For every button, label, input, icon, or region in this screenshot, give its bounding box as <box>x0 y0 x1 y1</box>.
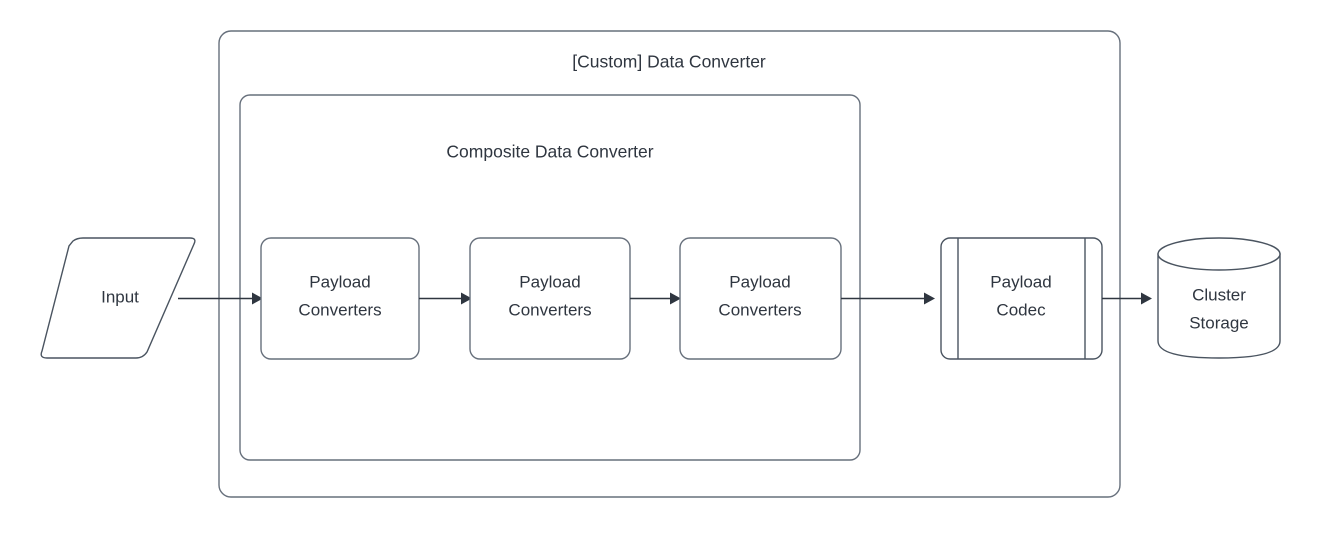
edge-arrowhead <box>461 292 472 305</box>
edge-converter-3-to-codec <box>841 292 935 305</box>
edge-arrowhead <box>924 292 935 305</box>
edge-arrowhead <box>252 292 263 305</box>
payload-converters-1-label-line2: Converters <box>298 300 381 319</box>
inner-group-title: Composite Data Converter <box>446 142 653 162</box>
cluster-storage-label-line2: Storage <box>1189 313 1249 332</box>
payload-converters-3-box <box>679 237 842 360</box>
edge-arrowhead <box>670 292 681 305</box>
edge-converter-2-to-converter-3 <box>630 292 681 305</box>
input-label: Input <box>101 287 139 306</box>
input-parallelogram <box>40 237 196 359</box>
node-cluster-storage[interactable]: Cluster Storage <box>1157 237 1281 359</box>
payload-converters-1-box <box>260 237 420 360</box>
edge-arrowhead <box>1141 292 1152 305</box>
payload-converters-3-label-line1: Payload <box>729 272 790 291</box>
node-payload-converters-3[interactable]: Payload Converters <box>679 237 842 360</box>
node-payload-codec[interactable]: Payload Codec <box>940 237 1103 360</box>
payload-codec-label-line1: Payload <box>990 272 1051 291</box>
outer-group-title: [Custom] Data Converter <box>572 52 766 72</box>
payload-converters-2-label-line2: Converters <box>508 300 591 319</box>
payload-converters-2-box <box>469 237 631 360</box>
edge-converter-1-to-converter-2 <box>419 292 472 305</box>
node-payload-converters-2[interactable]: Payload Converters <box>469 237 631 360</box>
payload-codec-box <box>940 237 1103 360</box>
cluster-storage-label-line1: Cluster <box>1192 285 1246 304</box>
cluster-storage-top-ellipse <box>1157 237 1281 271</box>
payload-codec-label-line2: Codec <box>996 300 1046 319</box>
payload-converters-3-label-line2: Converters <box>718 300 801 319</box>
edge-input-to-converter-1 <box>178 292 263 305</box>
node-input[interactable]: Input <box>40 237 196 359</box>
payload-converters-2-label-line1: Payload <box>519 272 580 291</box>
edge-codec-to-storage <box>1102 292 1152 305</box>
node-payload-converters-1[interactable]: Payload Converters <box>260 237 420 360</box>
payload-converters-1-label-line1: Payload <box>309 272 370 291</box>
cluster-storage-body <box>1157 253 1281 359</box>
